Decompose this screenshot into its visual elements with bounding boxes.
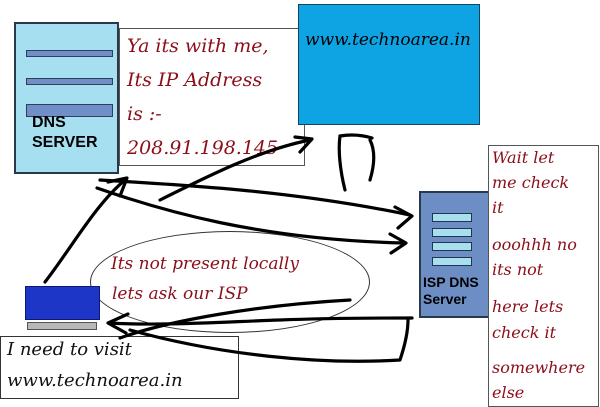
isp-reply-line: ooohhh no — [492, 235, 577, 254]
isp-reply-line: here lets — [492, 297, 564, 316]
isp-reply-line: else — [492, 383, 525, 402]
arrowhead — [106, 176, 129, 198]
arrow-line — [368, 138, 376, 182]
isp-reply-line: it — [492, 198, 504, 217]
computer-monitor-icon — [25, 286, 100, 320]
isp-dns-server-icon — [419, 191, 490, 318]
server-slot — [432, 228, 472, 237]
arrow-line — [338, 133, 374, 140]
arrowhead — [106, 312, 130, 335]
dns-reply-callout: Ya its with me, Its IP Address is :- 208… — [119, 28, 305, 166]
isp-reply-line: me check — [492, 173, 570, 192]
server-slot — [432, 213, 472, 222]
dns-reply-line: Ya its with me, — [127, 35, 269, 57]
arrow-line — [98, 178, 412, 217]
arrow-line — [337, 134, 347, 192]
arrowhead — [393, 205, 414, 230]
computer-base-icon — [27, 322, 97, 330]
website-server-box — [298, 4, 480, 125]
website-label: www.technoarea.in — [305, 30, 471, 50]
isp-reply-line: check it — [492, 323, 557, 342]
server-slot — [26, 104, 113, 117]
local-check-line: lets ask our ISP — [112, 284, 248, 304]
user-request-line: I need to visit — [7, 339, 132, 360]
isp-reply-line: its not — [492, 260, 544, 279]
server-slot — [432, 257, 472, 266]
dns-reply-ip: 208.91.198.145 — [127, 137, 279, 159]
dns-reply-line: is :- — [127, 103, 162, 125]
local-check-oval: Its not present locally lets ask our ISP — [90, 231, 370, 333]
arrowhead — [388, 232, 408, 255]
dns-reply-line: Its IP Address — [127, 69, 263, 91]
server-slot — [26, 50, 113, 57]
isp-reply-line: somewhere — [492, 358, 586, 377]
dns-server-icon — [14, 22, 119, 174]
user-request-callout: I need to visit www.technoarea.in — [0, 336, 239, 399]
isp-reply-callout: Wait let me check it ooohhh no its not h… — [488, 145, 599, 407]
isp-reply-line: Wait let — [492, 148, 555, 167]
dns-server-label: DNS SERVER — [32, 114, 98, 151]
user-request-url: www.technoarea.in — [7, 370, 183, 391]
server-slot — [26, 78, 113, 85]
local-check-line: Its not present locally — [111, 254, 299, 274]
server-slot — [432, 242, 472, 251]
isp-dns-server-label: ISP DNS Server — [423, 274, 479, 307]
